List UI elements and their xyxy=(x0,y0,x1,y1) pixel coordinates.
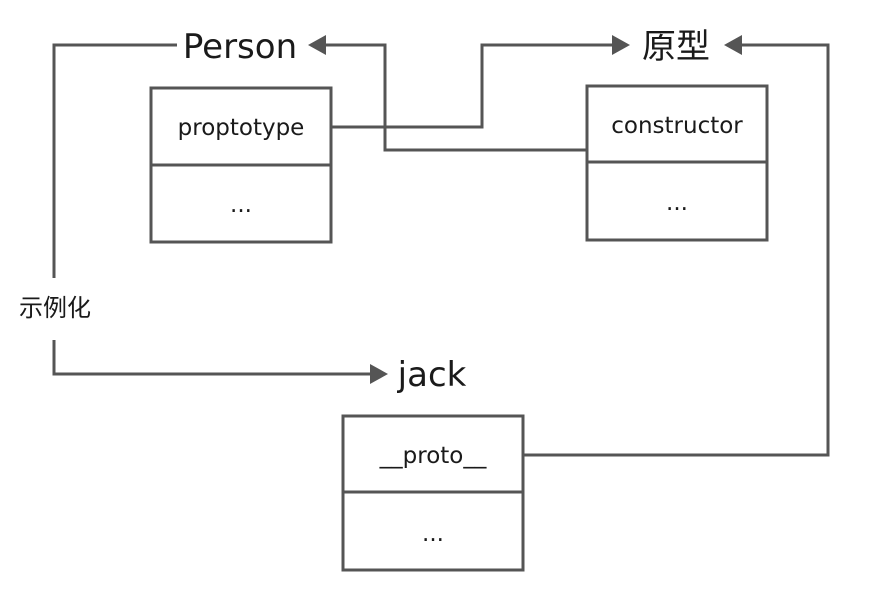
person-field-prototype: proptotype xyxy=(178,115,305,141)
person-title: Person xyxy=(183,27,297,67)
arrow-to-jack-icon xyxy=(370,364,388,384)
proto-link-line xyxy=(523,43,830,457)
person-field-rest: ... xyxy=(230,192,252,218)
instantiate-line-bottom xyxy=(52,340,370,376)
arrow-to-person-icon xyxy=(308,35,326,55)
prototype-field-constructor: constructor xyxy=(611,113,743,139)
instance-box: __proto__ ... xyxy=(341,414,525,572)
instance-field-rest: ... xyxy=(422,521,444,547)
instance-field-proto: __proto__ xyxy=(379,443,487,469)
prototype-field-rest: ... xyxy=(666,190,688,216)
instantiate-line-top xyxy=(52,43,177,278)
instantiate-label: 示例化 xyxy=(19,294,91,322)
prototype-title: 原型 xyxy=(642,27,710,67)
constructor-link-line xyxy=(326,43,587,152)
person-box: proptotype ... xyxy=(149,86,333,244)
arrow-to-prototype-icon xyxy=(612,35,630,55)
prototype-box: constructor ... xyxy=(585,84,769,242)
instance-title: jack xyxy=(397,355,467,395)
prototype-link-line xyxy=(332,43,612,129)
arrow-to-prototype-from-proto-icon xyxy=(724,35,742,55)
